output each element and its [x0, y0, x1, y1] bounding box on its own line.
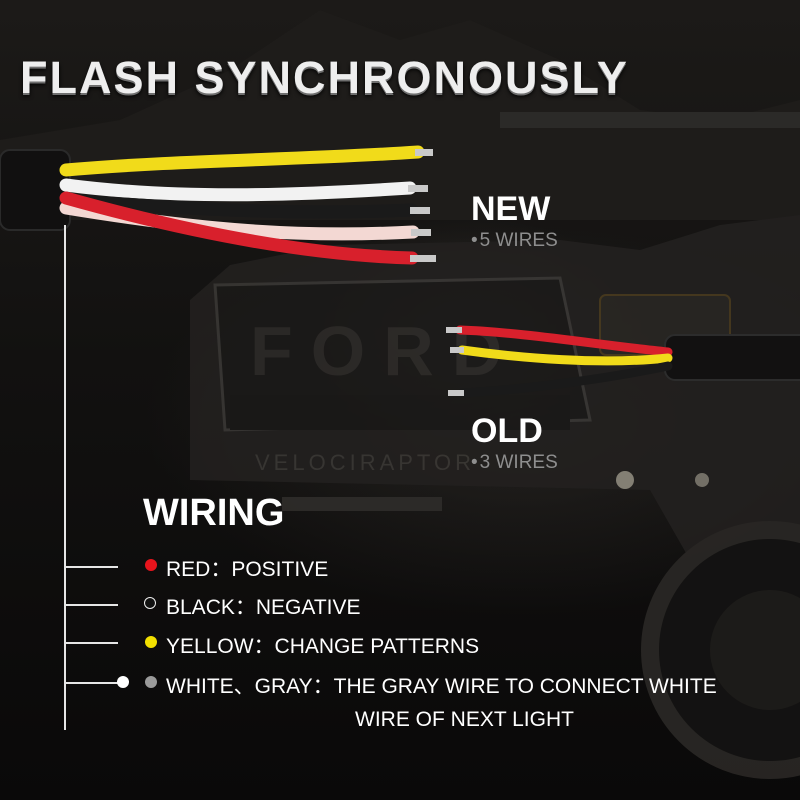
connector-tick	[64, 642, 118, 644]
wiring-connector-line	[64, 225, 66, 730]
wiring-item-red: RED：POSITIVE	[166, 558, 329, 581]
bullet-icon: •	[471, 230, 478, 251]
connector-tick	[64, 604, 118, 606]
wiring-item-white-gray: WHITE、GRAY：THE GRAY WIRE TO CONNECT WHIT…	[166, 675, 717, 698]
svg-text:VELOCIRAPTOR: VELOCIRAPTOR	[255, 450, 475, 475]
new-subtitle: •5 WIRES	[471, 230, 558, 252]
connector-tick	[64, 566, 118, 568]
new-cable-five-wires	[0, 145, 436, 265]
page-title: FLASH SYNCHRONOUSLY	[20, 52, 629, 103]
bullet-icon: •	[471, 452, 478, 473]
old-subtitle: •3 WIRES	[471, 452, 558, 474]
connector-tick	[64, 682, 118, 684]
old-cable-three-wires	[446, 325, 800, 398]
red-dot-icon	[145, 559, 157, 571]
wiring-item-yellow: YELLOW：CHANGE PATTERNS	[166, 635, 480, 658]
white-dot-icon	[117, 676, 129, 688]
gray-dot-icon	[145, 676, 157, 688]
new-heading: NEW	[471, 190, 551, 228]
black-dot-icon	[144, 597, 156, 609]
old-heading: OLD	[471, 412, 543, 450]
wiring-item-white-gray-continued: WIRE OF NEXT LIGHT	[355, 708, 574, 731]
new-wire-count: 5 WIRES	[479, 230, 558, 251]
wiring-heading: WIRING	[143, 492, 285, 534]
wiring-item-black: BLACK：NEGATIVE	[166, 596, 361, 619]
roof-light-bar	[500, 112, 800, 128]
yellow-dot-icon	[145, 636, 157, 648]
old-wire-count: 3 WIRES	[479, 452, 558, 473]
